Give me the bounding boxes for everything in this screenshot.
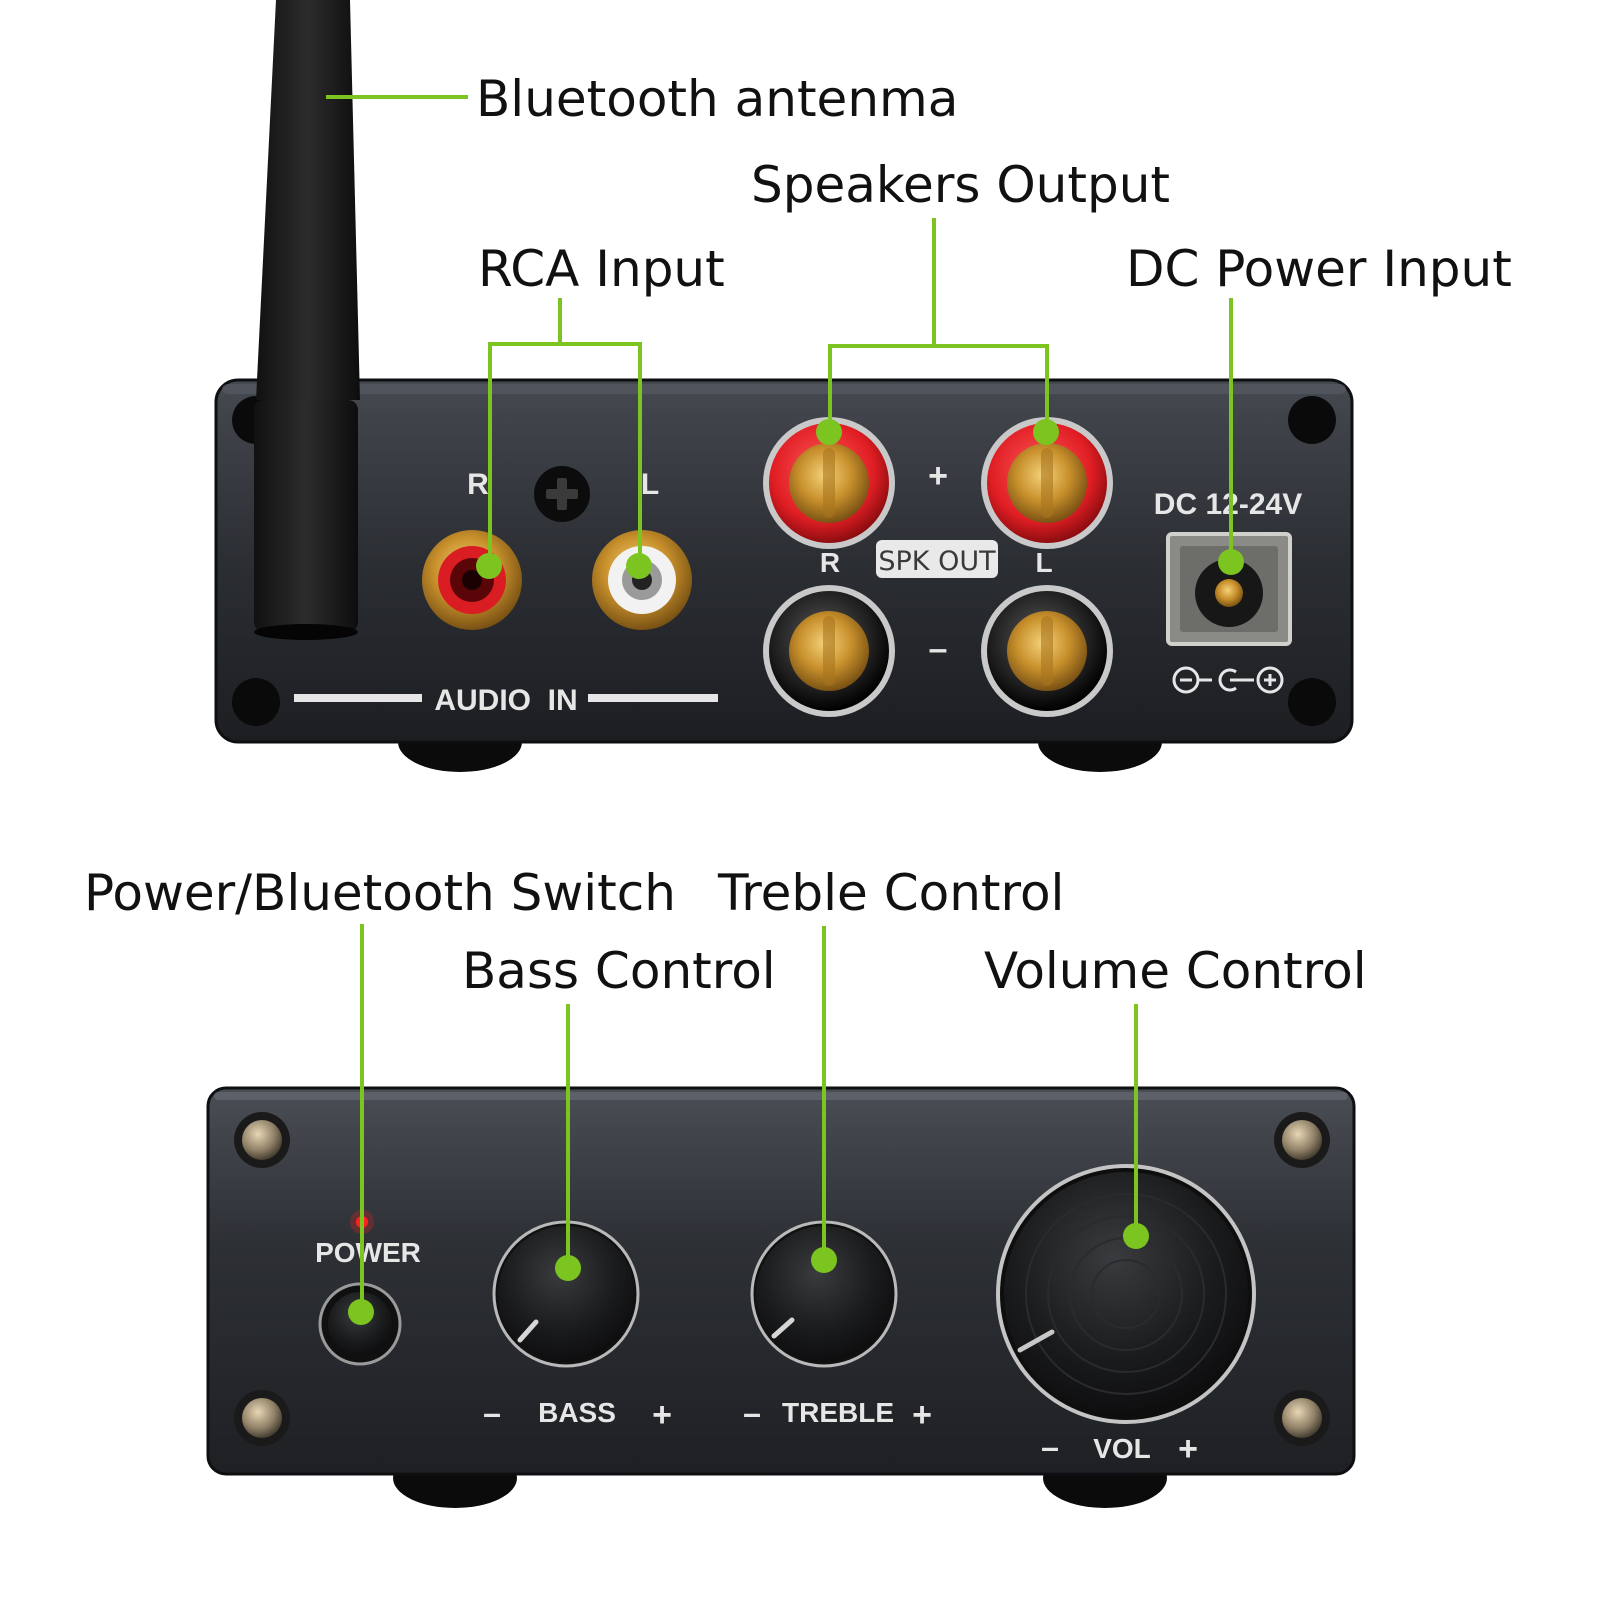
treble-plus-label: + (912, 1396, 932, 1434)
callout-dot (1033, 419, 1059, 445)
dc-polarity-icon (1172, 666, 1284, 694)
power-label: POWER (315, 1237, 421, 1268)
dc-rating-label: DC 12-24V (1154, 488, 1302, 521)
rca-left-label: L (641, 468, 659, 501)
speaker-left-label: L (1035, 547, 1052, 578)
bass-label: BASS (538, 1397, 616, 1428)
callout-dot (626, 553, 652, 579)
leader-line (488, 342, 642, 566)
callout-bluetooth-antenna: Bluetooth antenma (476, 70, 959, 128)
bass-minus-label: – (483, 1395, 501, 1431)
speaker-post-left-negative[interactable] (981, 585, 1113, 717)
callout-rca-input: RCA Input (478, 240, 725, 298)
speaker-minus-label: – (929, 630, 948, 668)
callout-leaders (326, 95, 1233, 1312)
treble-knob[interactable] (750, 1220, 898, 1368)
callout-volume-control: Volume Control (984, 942, 1367, 1000)
rear-panel: R L AUDIO IN (214, 0, 1354, 772)
audio-in-bar-left (294, 694, 422, 702)
callout-power-bluetooth-switch: Power/Bluetooth Switch (84, 864, 676, 922)
volume-knob[interactable] (996, 1164, 1256, 1424)
callout-treble-control: Treble Control (718, 864, 1065, 922)
callout-dot (1218, 549, 1244, 575)
rca-jack-right[interactable] (422, 530, 522, 630)
treble-minus-label: – (743, 1395, 761, 1431)
callout-dot (476, 553, 502, 579)
callout-dot (555, 1255, 581, 1281)
treble-label: TREBLE (782, 1397, 894, 1428)
speaker-post-left-positive[interactable] (981, 417, 1113, 549)
screw-icon (1288, 396, 1336, 444)
bluetooth-antenna (254, 0, 360, 640)
callout-dot (1123, 1223, 1149, 1249)
bass-plus-label: + (652, 1396, 672, 1434)
speaker-post-right-positive[interactable] (763, 417, 895, 549)
front-corner-screws (234, 1112, 1330, 1446)
callout-dc-power-input: DC Power Input (1126, 240, 1512, 298)
phillips-screw-icon (534, 466, 590, 522)
vol-label: VOL (1093, 1433, 1151, 1464)
speaker-post-right-negative[interactable] (763, 585, 895, 717)
screw-icon (1288, 678, 1336, 726)
leader-line (828, 344, 1049, 432)
spk-out-badge (876, 540, 998, 578)
speaker-right-label: R (820, 547, 840, 578)
callout-bass-control: Bass Control (462, 942, 776, 1000)
vol-minus-label: – (1041, 1429, 1059, 1465)
callout-dot (811, 1247, 837, 1273)
audio-in-bar-right (588, 694, 718, 702)
rca-jack-left[interactable] (592, 530, 692, 630)
dc-power-jack[interactable] (1166, 532, 1292, 646)
callout-speakers-output: Speakers Output (751, 156, 1170, 214)
audio-in-label: AUDIO IN (434, 684, 577, 717)
bass-knob[interactable] (492, 1220, 640, 1368)
front-panel: POWER – BASS + – TREBLE + (206, 1086, 1356, 1508)
rca-right-label: R (467, 468, 489, 501)
rear-corner-screws (232, 396, 1336, 726)
callout-dots (348, 419, 1244, 1325)
callout-dot (348, 1299, 374, 1325)
spk-out-label: SPK OUT (878, 546, 996, 577)
callout-dot (816, 419, 842, 445)
vol-plus-label: + (1178, 1430, 1198, 1468)
speaker-plus-label: + (928, 457, 948, 495)
screw-icon (232, 678, 280, 726)
